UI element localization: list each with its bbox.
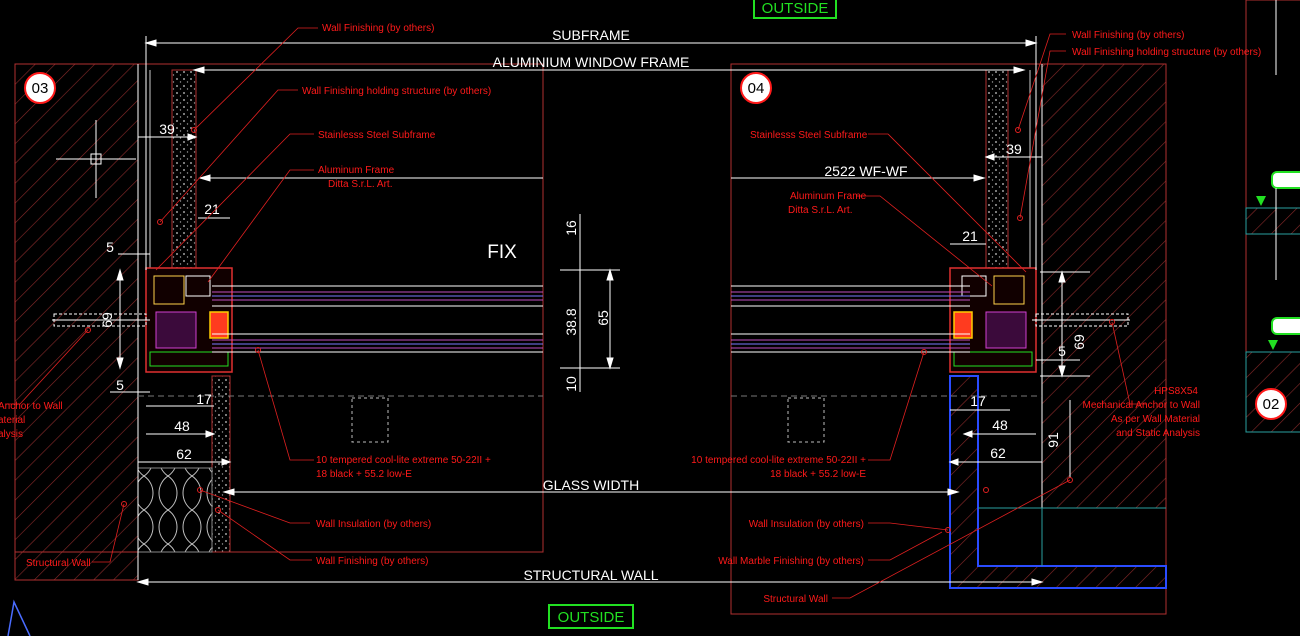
note-glass: 10 tempered cool-lite extreme 50-22II + [316,455,491,466]
note-glass: 10 tempered cool-lite extreme 50-22II + [691,455,866,466]
frame-profile [153,275,185,305]
thermal-break [155,311,197,349]
detail-number: 02 [1263,396,1280,413]
glass-width-label: GLASS WIDTH [543,477,639,493]
wall-finishing-left [171,69,197,269]
note-structural-wall: Structural Wall [763,594,828,605]
note-anchor: Anchor to Wall [0,401,63,412]
frame-profile [185,275,211,297]
dim-21: 21 [962,228,978,244]
thermal-break [985,311,1027,349]
dim-17: 17 [196,391,212,407]
frame-profile [149,351,229,367]
note-anchor-2: Mechanical Anchor to Wall [1083,400,1200,411]
note-holding-structure: Wall Finishing holding structure (by oth… [302,86,491,97]
dim-65: 65 [595,310,611,326]
note-glass-2: 18 black + 55.2 low-E [316,469,412,480]
dim-69: 69 [1071,334,1087,350]
wf-dimension: 2522 WF-WF [824,163,907,179]
dim-39: 39 [159,121,175,137]
note-anchor-3: As per Wall Material [1111,414,1200,425]
dim-69: 69 [99,312,115,328]
dim-16: 16 [563,220,579,236]
spacer-orange [953,311,973,339]
dim-91: 91 [1045,432,1061,448]
note-marble-finishing: Wall Marble Finishing (by others) [718,556,864,567]
anchor-bolt [53,313,147,327]
dim-5: 5 [116,377,124,393]
note-frame-maker: Ditta S.r.L. Art. [328,179,392,190]
outside-tag-top: OUTSIDE [753,0,837,19]
note-wall-finishing: Wall Finishing (by others) [322,23,434,34]
dim-39: 39 [1006,141,1022,157]
dim-38-8: 38.8 [563,308,579,335]
dim-62: 62 [176,446,192,462]
annotations-right: Wall Finishing (by others) Wall Finishin… [691,30,1261,605]
wall-finishing-right [985,69,1009,269]
note-frame: Aluminum Frame [318,165,395,176]
detail-bubble-04 [740,72,772,104]
note-glass-2: 18 black + 55.2 low-E [770,469,866,480]
outside-label: OUTSIDE [762,0,829,17]
note-subframe: Stainlesss Steel Subframe [750,130,868,141]
detail-03: 03 [14,63,544,581]
structural-wall-label: STRUCTURAL WALL [523,567,658,583]
note-subframe: Stainlesss Steel Subframe [318,130,436,141]
glass-unit-right [731,285,970,353]
note-structural-wall: Structural Wall [26,558,91,569]
detail-02-partial: 02 [1245,0,1300,433]
note-anchor-2: aterial [0,415,25,426]
ucs-icon [7,599,31,636]
glass-unit-left [212,285,543,353]
window-frame-label: ALUMINIUM WINDOW FRAME [493,54,690,70]
detail-bubble-03 [24,72,56,104]
structural-wall-right [1041,63,1167,509]
dim-48: 48 [174,418,190,434]
note-anchor-3: alysis [0,429,23,440]
note-insulation: Wall Insulation (by others) [749,519,864,530]
note-anchor-4: and Static Analysis [1116,428,1200,439]
annotations-left: Wall Finishing (by others) Wall Finishin… [0,23,491,569]
dim-5: 5 [1058,343,1066,359]
frame-profile [953,351,1033,367]
insulation-left [137,467,213,553]
detail-04: 04 [730,63,1167,615]
detail-number: 04 [748,80,765,97]
subframe-label: SUBFRAME [552,27,630,43]
note-finishing: Wall Finishing (by others) [316,556,428,567]
marble-finishing-right [949,375,1167,589]
dim-10: 10 [563,376,579,392]
structural-wall-left [14,63,139,581]
note-frame: Aluminum Frame [790,191,867,202]
detail-number: 03 [32,80,49,97]
detail-bubble-02 [1255,388,1287,420]
note-wall-finishing: Wall Finishing (by others) [1072,30,1184,41]
dimension-lines [110,36,1090,586]
leader-lines [6,27,1146,599]
outside-label: OUTSIDE [558,609,625,626]
note-anchor: HPS8X54 [1154,386,1198,397]
outside-tag-bottom: OUTSIDE [548,604,634,629]
note-frame-maker: Ditta S.r.L. Art. [788,205,852,216]
frame-profile [993,275,1025,305]
sill-dashed [351,397,389,443]
sill-dashed [787,397,825,443]
dim-62: 62 [990,445,1006,461]
fix-label: FIX [487,242,517,263]
wall-finishing-lower-left [211,375,231,553]
spacer-orange [209,311,229,339]
dimension-texts: SUBFRAME ALUMINIUM WINDOW FRAME 2522 WF-… [99,27,1087,583]
crosshair-icon [56,120,136,198]
leader-dots [85,127,1115,533]
dim-21: 21 [204,201,220,217]
dim-17: 17 [970,393,986,409]
dim-48: 48 [992,417,1008,433]
dim-5: 5 [106,239,114,255]
note-insulation: Wall Insulation (by others) [316,519,431,530]
note-holding-structure: Wall Finishing holding structure (by oth… [1072,47,1261,58]
